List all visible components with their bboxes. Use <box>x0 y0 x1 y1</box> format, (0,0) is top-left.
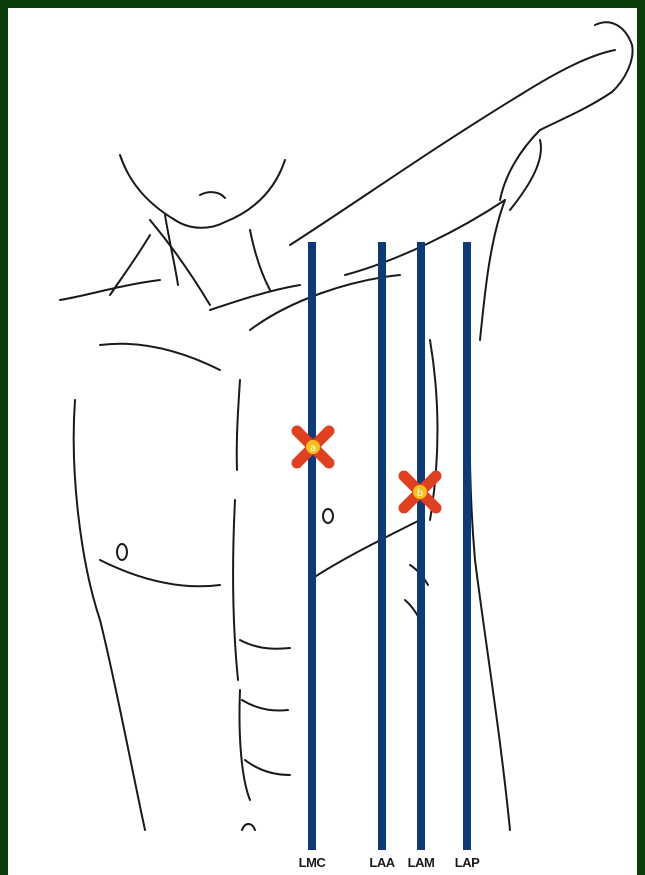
torso-outline <box>60 22 633 830</box>
collar-notch <box>200 192 225 198</box>
left-side <box>74 400 145 830</box>
chin <box>175 220 225 228</box>
axilla-back <box>480 200 505 340</box>
biceps-line <box>510 140 541 210</box>
sternum-line <box>237 380 240 470</box>
line-lam <box>417 242 425 850</box>
label-lmc: LMC <box>299 855 326 875</box>
arm-upper <box>290 95 520 245</box>
forearm-bottom <box>540 92 612 130</box>
label-lam: LAM <box>408 855 435 875</box>
pec-right-top <box>250 275 400 330</box>
label-laa: LAA <box>369 855 394 875</box>
left-nipple <box>117 544 127 560</box>
reference-lines <box>308 242 471 850</box>
anatomy-diagram: ab <box>8 8 637 875</box>
jaw-right <box>225 160 285 222</box>
abs-line-3 <box>245 760 290 775</box>
neck-left <box>165 215 178 285</box>
pec-right-lower <box>310 520 420 580</box>
neck-right <box>250 230 270 290</box>
sternocleido-left <box>150 220 210 305</box>
pec-left-top <box>100 344 220 370</box>
right-side <box>470 350 510 830</box>
pec-left-lower <box>100 560 220 586</box>
right-nipple <box>323 509 333 523</box>
abs-left <box>233 500 238 680</box>
left-shoulder <box>60 280 160 300</box>
jaw-left <box>120 155 175 220</box>
abs-line-2 <box>242 700 288 711</box>
abs-box <box>239 690 250 800</box>
marker-2-letter: b <box>417 488 423 499</box>
navel <box>242 824 255 830</box>
label-lap: LAP <box>455 855 480 875</box>
hand <box>595 22 633 92</box>
lat-line <box>430 340 438 520</box>
elbow <box>500 130 540 200</box>
markers: ab <box>297 431 436 508</box>
abs-line-1 <box>240 640 290 649</box>
line-lmc <box>308 242 316 850</box>
marker-1-letter: a <box>310 443 316 454</box>
clavicle-right <box>210 285 300 310</box>
line-lap <box>463 242 471 850</box>
line-laa <box>378 242 386 850</box>
forearm-top <box>520 50 615 95</box>
